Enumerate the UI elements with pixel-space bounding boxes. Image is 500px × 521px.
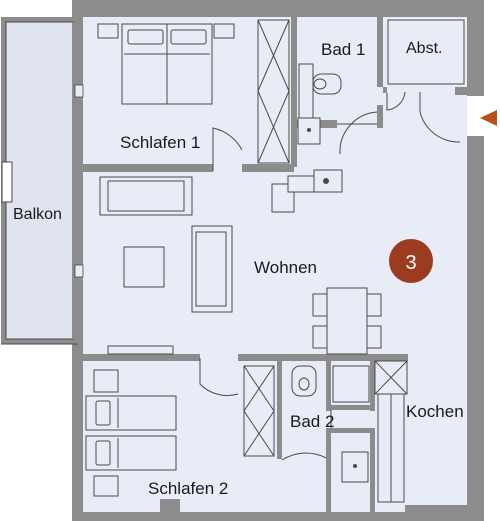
unit-number: 3 xyxy=(405,252,416,274)
label-kochen: Kochen xyxy=(406,402,464,421)
label-abst: Abst. xyxy=(406,40,442,57)
beds-schlafen2 xyxy=(85,369,177,497)
storage-outline xyxy=(387,19,465,85)
entrance-arrow-icon xyxy=(480,110,497,126)
label-schlafen1: Schlafen 1 xyxy=(120,133,200,152)
kitchen-counter xyxy=(374,360,408,503)
label-schlafen2: Schlafen 2 xyxy=(148,479,228,498)
label-balkon: Balkon xyxy=(13,206,62,223)
dining-set xyxy=(312,287,382,355)
doors xyxy=(199,91,461,461)
wardrobe-schlafen2 xyxy=(243,365,275,457)
living-furniture xyxy=(99,169,343,355)
wardrobe-schlafen1 xyxy=(257,19,290,164)
label-bad2: Bad 2 xyxy=(290,412,334,431)
bad1-fixtures xyxy=(297,63,342,145)
balcony xyxy=(1,17,84,345)
double-bed-schlafen1 xyxy=(97,23,235,105)
label-bad1: Bad 1 xyxy=(321,40,365,59)
unit-number-badge xyxy=(389,239,433,283)
label-wohnen: Wohnen xyxy=(254,258,317,277)
interior-walls xyxy=(83,17,467,512)
bad2-fixtures xyxy=(291,365,370,483)
entrance-opening xyxy=(467,96,487,136)
